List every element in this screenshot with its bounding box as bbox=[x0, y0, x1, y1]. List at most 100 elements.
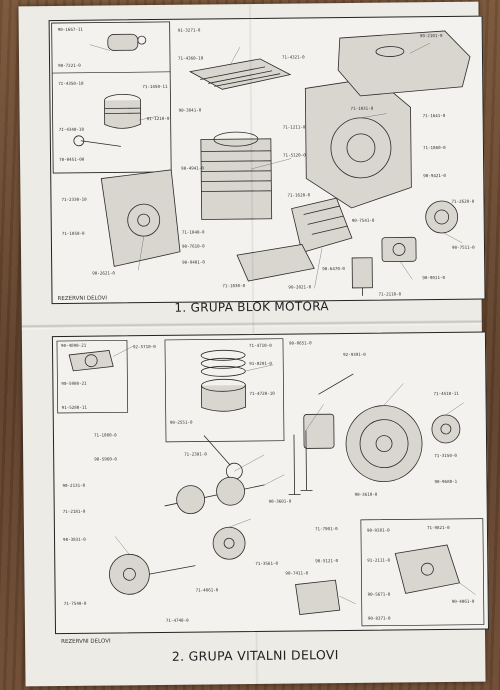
spark-plug-part bbox=[351, 257, 373, 296]
part-label: 90-3831-0 bbox=[63, 537, 86, 542]
part-label: 70-0451-00 bbox=[59, 157, 85, 162]
part-label: 71-2181-0 bbox=[63, 509, 86, 514]
part-label: 92-5710-0 bbox=[133, 344, 156, 349]
inset-box-governor bbox=[360, 518, 485, 627]
connecting-rod-part bbox=[203, 435, 243, 480]
recoil-starter-part bbox=[431, 414, 461, 444]
part-label: 71-3561-0 bbox=[255, 561, 278, 566]
engine-block-exploded-diagram: 90-1667-11 90-7221-0 7I-4350-10 71-1450-… bbox=[51, 21, 475, 297]
camshaft-gear-part bbox=[109, 553, 196, 595]
part-label: 71-5120-0 bbox=[283, 152, 306, 157]
part-label: 90-3601-0 bbox=[269, 499, 292, 504]
part-label: 71-1031-0 bbox=[351, 106, 374, 111]
crankcase-left-part bbox=[100, 169, 181, 267]
starter-housing-part bbox=[107, 33, 147, 51]
part-label: 71-2330-10 bbox=[61, 197, 87, 202]
part-label: 90-5671-0 bbox=[368, 592, 391, 597]
part-label: 90-7221-0 bbox=[58, 63, 81, 68]
crankshaft-part bbox=[164, 476, 265, 515]
carburetor-part bbox=[381, 236, 417, 263]
air-filter-part bbox=[425, 200, 459, 234]
part-label: 90-2621-0 bbox=[92, 270, 115, 275]
section-caption-vital-parts: 2. GRUPA VITALNI DELOVI bbox=[171, 647, 339, 664]
part-label: 71-1450-11 bbox=[142, 84, 168, 89]
part-label: 71-1050-0 bbox=[62, 231, 85, 236]
part-label: 71-4710-0 bbox=[249, 343, 272, 348]
part-label: 71-1030-0 bbox=[222, 283, 245, 288]
part-label: 71-1060-0 bbox=[423, 145, 446, 150]
part-label: 90-4890-21 bbox=[61, 343, 87, 348]
part-label: 71-4360-10 bbox=[178, 55, 204, 60]
part-label: 90-4941-0 bbox=[181, 165, 204, 170]
fuel-tank-part bbox=[337, 30, 471, 97]
valves-part bbox=[288, 430, 313, 496]
part-label: 71-2620-0 bbox=[451, 199, 474, 204]
part-label: 90-5980-21 bbox=[61, 381, 87, 386]
part-label: 90-7541-0 bbox=[352, 218, 375, 223]
engine-block-diagram-panel: 90-1667-11 90-7221-0 7I-4350-10 71-1450-… bbox=[48, 15, 486, 305]
part-label: 90-4061-0 bbox=[452, 599, 475, 604]
part-label: 71-1620-0 bbox=[287, 192, 310, 197]
footer-reserve-parts: REZERVNI DELOVI bbox=[61, 638, 111, 646]
part-label: 90-2551-0 bbox=[170, 420, 193, 425]
part-label: 90-2021-0 bbox=[288, 284, 311, 289]
part-label: 90-3610-0 bbox=[355, 492, 378, 497]
ignition-coil-part bbox=[303, 373, 354, 449]
inset-box-gasket bbox=[56, 339, 129, 414]
part-label: 71-4720-10 bbox=[249, 391, 275, 396]
muffler-part bbox=[291, 197, 353, 253]
part-label: 90-8371-0 bbox=[368, 616, 391, 621]
part-label: 71-1080-0 bbox=[94, 432, 117, 437]
inset-box-piston bbox=[51, 21, 172, 174]
part-label: 71-3150-0 bbox=[434, 453, 457, 458]
part-label: 71-1040-0 bbox=[182, 229, 205, 234]
connecting-rod-part bbox=[73, 135, 121, 147]
part-label: 71-1211-0 bbox=[283, 124, 306, 129]
part-label: 90-9680-1 bbox=[434, 479, 457, 484]
cylinder-head-part bbox=[188, 58, 292, 90]
vital-parts-diagram-panel: 90-4890-21 90-5980-21 91-5280-11 92-5710… bbox=[51, 331, 490, 635]
part-label: 71-1641-0 bbox=[423, 113, 446, 118]
cylinder-fins-part bbox=[200, 131, 273, 220]
part-label: 7I-4340-10 bbox=[59, 127, 85, 132]
part-label: 90-7411-0 bbox=[285, 570, 308, 575]
part-label: 90-9401-0 bbox=[182, 259, 205, 264]
part-label: 90-0651-0 bbox=[289, 340, 312, 345]
parts-catalog-sheet: 90-1667-11 90-7221-0 7I-4350-10 71-1450-… bbox=[18, 1, 490, 687]
part-label: 71-2301-0 bbox=[184, 451, 207, 456]
part-label: 90-7610-0 bbox=[182, 243, 205, 248]
part-label: 71-4061-0 bbox=[196, 587, 219, 592]
part-label: 90-2101-0 bbox=[420, 33, 443, 38]
piston-part bbox=[104, 93, 142, 129]
part-label: 91-5280-11 bbox=[62, 405, 88, 410]
part-label: 71-4321-0 bbox=[282, 54, 305, 59]
part-label: 90-9421-0 bbox=[423, 173, 446, 178]
vital-parts-exploded-diagram: 90-4890-21 90-5980-21 91-5280-11 92-5710… bbox=[56, 338, 485, 627]
base-plate-part bbox=[236, 244, 315, 282]
part-label: 90-3841-0 bbox=[179, 108, 202, 113]
head-gasket-part bbox=[68, 350, 114, 372]
part-label: 7I-4350-10 bbox=[58, 81, 84, 86]
part-label: 71-2110-0 bbox=[378, 291, 401, 296]
part-label: 90-2131-0 bbox=[62, 483, 85, 488]
part-label: 90-7511-0 bbox=[452, 245, 475, 250]
part-label: 91-3271-0 bbox=[178, 28, 201, 33]
part-label: 71-4510-11 bbox=[434, 391, 460, 396]
part-label: 90-5960-0 bbox=[94, 456, 117, 461]
part-label: 90-9381-0 bbox=[367, 528, 390, 533]
governor-assembly-part bbox=[394, 544, 461, 594]
part-label: 90-6470-0 bbox=[322, 266, 345, 271]
part-label: 71-7901-0 bbox=[315, 526, 338, 531]
part-label: 90-9011-0 bbox=[422, 275, 445, 280]
part-label: 91-0201-0 bbox=[249, 361, 272, 366]
blower-housing-part bbox=[304, 77, 412, 209]
part-label: 90-5121-0 bbox=[315, 558, 338, 563]
part-label: 71-7540-0 bbox=[64, 601, 87, 606]
part-label: 91-2111-0 bbox=[367, 558, 390, 563]
part-label: 71-9821-0 bbox=[427, 525, 450, 530]
flywheel-part bbox=[345, 405, 423, 483]
part-label: 90-1667-11 bbox=[58, 27, 84, 32]
part-label: 92-9391-0 bbox=[343, 352, 366, 357]
inset-box-piston-rings bbox=[164, 338, 285, 443]
breather-cover-part bbox=[295, 579, 341, 615]
